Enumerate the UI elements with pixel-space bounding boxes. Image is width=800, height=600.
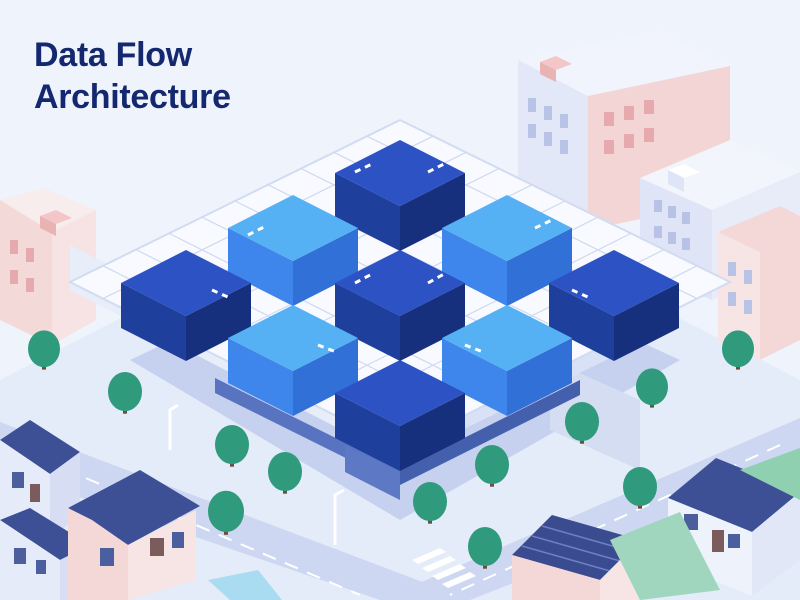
platform-pillar	[345, 445, 400, 500]
tree-icon	[413, 482, 447, 524]
isometric-block-icon	[335, 250, 465, 361]
connector-line	[427, 272, 445, 285]
connector-line	[571, 288, 591, 300]
page-title: Data Flow Architecture	[34, 34, 231, 118]
pool-icon	[208, 570, 282, 600]
tree-icon	[636, 368, 668, 408]
tree-icon	[468, 527, 502, 569]
tree-icon	[108, 372, 142, 414]
platform-support-right	[400, 380, 580, 485]
office-building-icon	[0, 188, 96, 345]
house-icon	[668, 458, 800, 596]
tree-icon	[268, 452, 302, 494]
isometric-block-icon	[442, 195, 572, 306]
isometric-block-icon	[442, 305, 572, 416]
lawn	[610, 512, 720, 600]
house-icon	[68, 470, 200, 600]
connector-line	[211, 288, 231, 300]
tree-group	[108, 368, 668, 569]
connector-line	[354, 162, 373, 174]
isometric-block-icon	[228, 195, 358, 306]
street-lamp-icon	[333, 488, 345, 545]
isometric-block-icon	[335, 140, 465, 251]
isometric-block-icon	[549, 250, 679, 361]
tree-icon	[215, 425, 249, 467]
data-blocks	[121, 140, 679, 471]
connector-line	[354, 272, 373, 285]
foreground-houses	[0, 420, 800, 600]
tree-icon	[475, 445, 509, 487]
lawn	[740, 448, 800, 500]
title-line-1: Data Flow	[34, 36, 192, 74]
office-building-icon	[718, 206, 800, 360]
street-lamp-icon	[168, 403, 179, 450]
connector-line	[427, 162, 445, 174]
tree-icon	[623, 467, 657, 509]
isometric-block-icon	[228, 305, 358, 416]
street-lamps	[168, 403, 345, 545]
connector-line	[247, 224, 267, 237]
connector-line	[317, 343, 337, 354]
block-connectors	[211, 162, 591, 354]
tree-icon	[722, 330, 754, 370]
tree-icon	[28, 330, 60, 370]
tree-icon	[208, 490, 244, 535]
isometric-block-icon	[121, 250, 251, 361]
connector-line	[464, 343, 484, 354]
isometric-block-icon	[335, 360, 465, 471]
tree-group	[28, 330, 754, 370]
connector-line	[534, 218, 553, 230]
crosswalk-icon	[412, 548, 476, 588]
tree-icon	[565, 402, 599, 444]
title-line-2: Architecture	[34, 78, 231, 116]
